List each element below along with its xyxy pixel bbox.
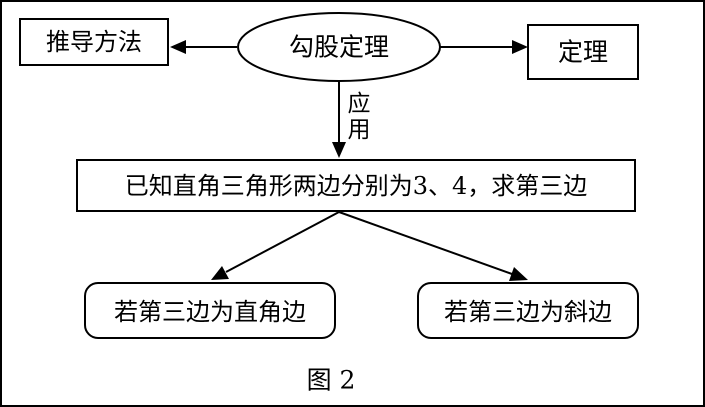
edge-problem-to-hyp: [338, 211, 513, 275]
arrowhead-hyp: [509, 267, 528, 281]
node-pythagorean-theorem: 勾股定理: [237, 12, 441, 82]
figure-caption: 图 2: [307, 366, 356, 395]
node-derivation: 推导方法: [19, 18, 169, 66]
node-problem-label: 已知直角三角形两边分别为3、4，求第三边: [125, 172, 588, 200]
edge-label-apply-1: 应: [348, 91, 371, 117]
node-case-hypotenuse-label: 若第三边为斜边: [444, 298, 612, 326]
node-case-leg-label: 若第三边为直角边: [114, 298, 306, 326]
node-theorem-label: 定理: [558, 38, 608, 67]
arrowhead-right: [512, 40, 528, 54]
node-derivation-label: 推导方法: [46, 28, 142, 56]
node-case-leg: 若第三边为直角边: [84, 282, 336, 339]
node-theorem: 定理: [527, 24, 639, 80]
node-pythagorean-theorem-label: 勾股定理: [289, 33, 389, 62]
node-problem: 已知直角三角形两边分别为3、4，求第三边: [76, 159, 636, 212]
arrowhead-left: [170, 40, 186, 54]
node-case-hypotenuse: 若第三边为斜边: [417, 282, 639, 339]
edge-label-apply-2: 用: [348, 117, 371, 143]
arrowhead-down: [332, 142, 346, 158]
edge-problem-to-leg: [225, 211, 340, 273]
arrowhead-leg: [211, 266, 229, 280]
